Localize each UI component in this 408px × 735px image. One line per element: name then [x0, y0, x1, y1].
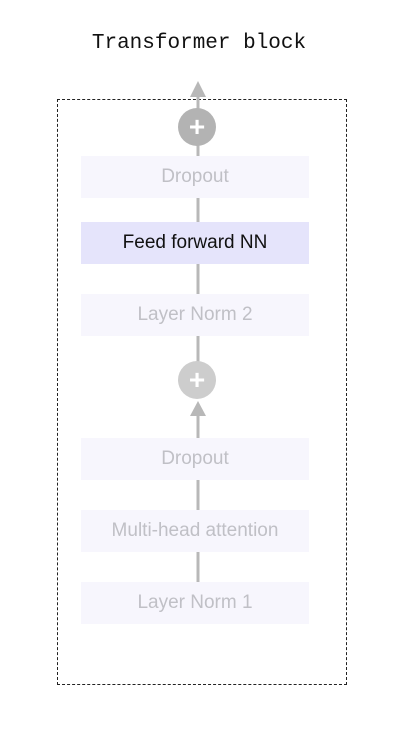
block-dropout-bottom: Dropout — [81, 438, 309, 480]
block-feed-forward[interactable]: Feed forward NN — [81, 222, 309, 264]
block-multi-head-attention: Multi-head attention — [81, 510, 309, 552]
block-layer-norm-1: Layer Norm 1 — [81, 582, 309, 624]
add-circle-top — [178, 108, 216, 146]
arrow-head-output — [190, 81, 206, 97]
transformer-block-frame — [57, 99, 347, 685]
add-bottom-icon: + — [188, 364, 206, 395]
arrow-head-add-bottom — [190, 401, 206, 416]
add-circle-bottom — [178, 361, 216, 399]
block-dropout-top: Dropout — [81, 156, 309, 198]
block-layer-norm-2: Layer Norm 2 — [81, 294, 309, 336]
add-top-icon: + — [188, 111, 206, 142]
diagram-title: Transformer block — [91, 32, 307, 55]
